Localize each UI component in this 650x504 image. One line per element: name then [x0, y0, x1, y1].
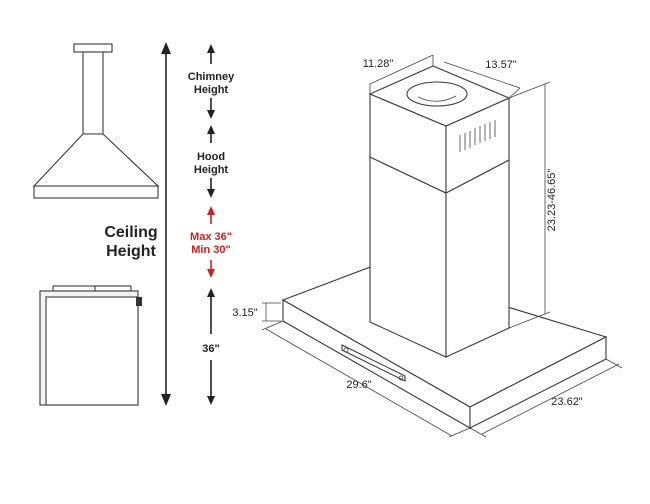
max-clearance-label: Max 36": [190, 231, 232, 243]
side-chimney-cap: [73, 43, 113, 53]
chimney-height-label-line2: Height: [194, 84, 229, 96]
range-sketch: [39, 285, 142, 406]
duct-inner: [417, 95, 457, 102]
hood-height-label-line2: Height: [194, 164, 229, 176]
side-canopy: [32, 133, 160, 187]
island-hood-3d: [281, 65, 608, 429]
control-panel: [341, 344, 406, 382]
side-canopy-rim: [33, 185, 159, 199]
chimney-depth-dimension: 11.28": [363, 58, 394, 70]
range-burner-right: [94, 285, 132, 292]
range-knob: [136, 297, 142, 306]
control-button-right: [398, 375, 404, 381]
hood-height-arrows: [207, 125, 215, 198]
duct-opening: [406, 81, 468, 107]
side-chimney: [82, 51, 104, 135]
min-clearance-label: Min 30": [191, 244, 230, 256]
dimension-lines: [261, 54, 623, 438]
counter-height-label: 36": [202, 343, 219, 355]
vent-slots: [459, 120, 496, 152]
hood-height-label-line1: Hood: [197, 151, 225, 163]
counter-height-arrows: [207, 288, 215, 405]
ceiling-height-label-line2: Height: [106, 243, 156, 260]
clearance-arrows: [207, 206, 215, 278]
lower-chimney-right: [445, 159, 510, 358]
side-view-hood-sketch: [32, 43, 160, 199]
chimney-width-dimension: 13.57": [485, 59, 517, 71]
chimney-height-arrows: [207, 44, 215, 119]
canopy-depth-dimension: 23.62": [551, 396, 583, 408]
control-button-left: [343, 347, 349, 353]
chimney-height-range-dimension: 23.23-46.65": [546, 169, 558, 232]
chimney-height-label-line1: Chimney: [188, 71, 235, 83]
ceiling-height-arrow: [161, 42, 171, 406]
ceiling-height-label-line1: Ceiling: [104, 224, 157, 241]
canopy-thickness-dimension: 3.15": [232, 307, 257, 319]
canopy-width-dimension: 29.6": [346, 379, 371, 391]
range-front-panel: [45, 296, 139, 406]
